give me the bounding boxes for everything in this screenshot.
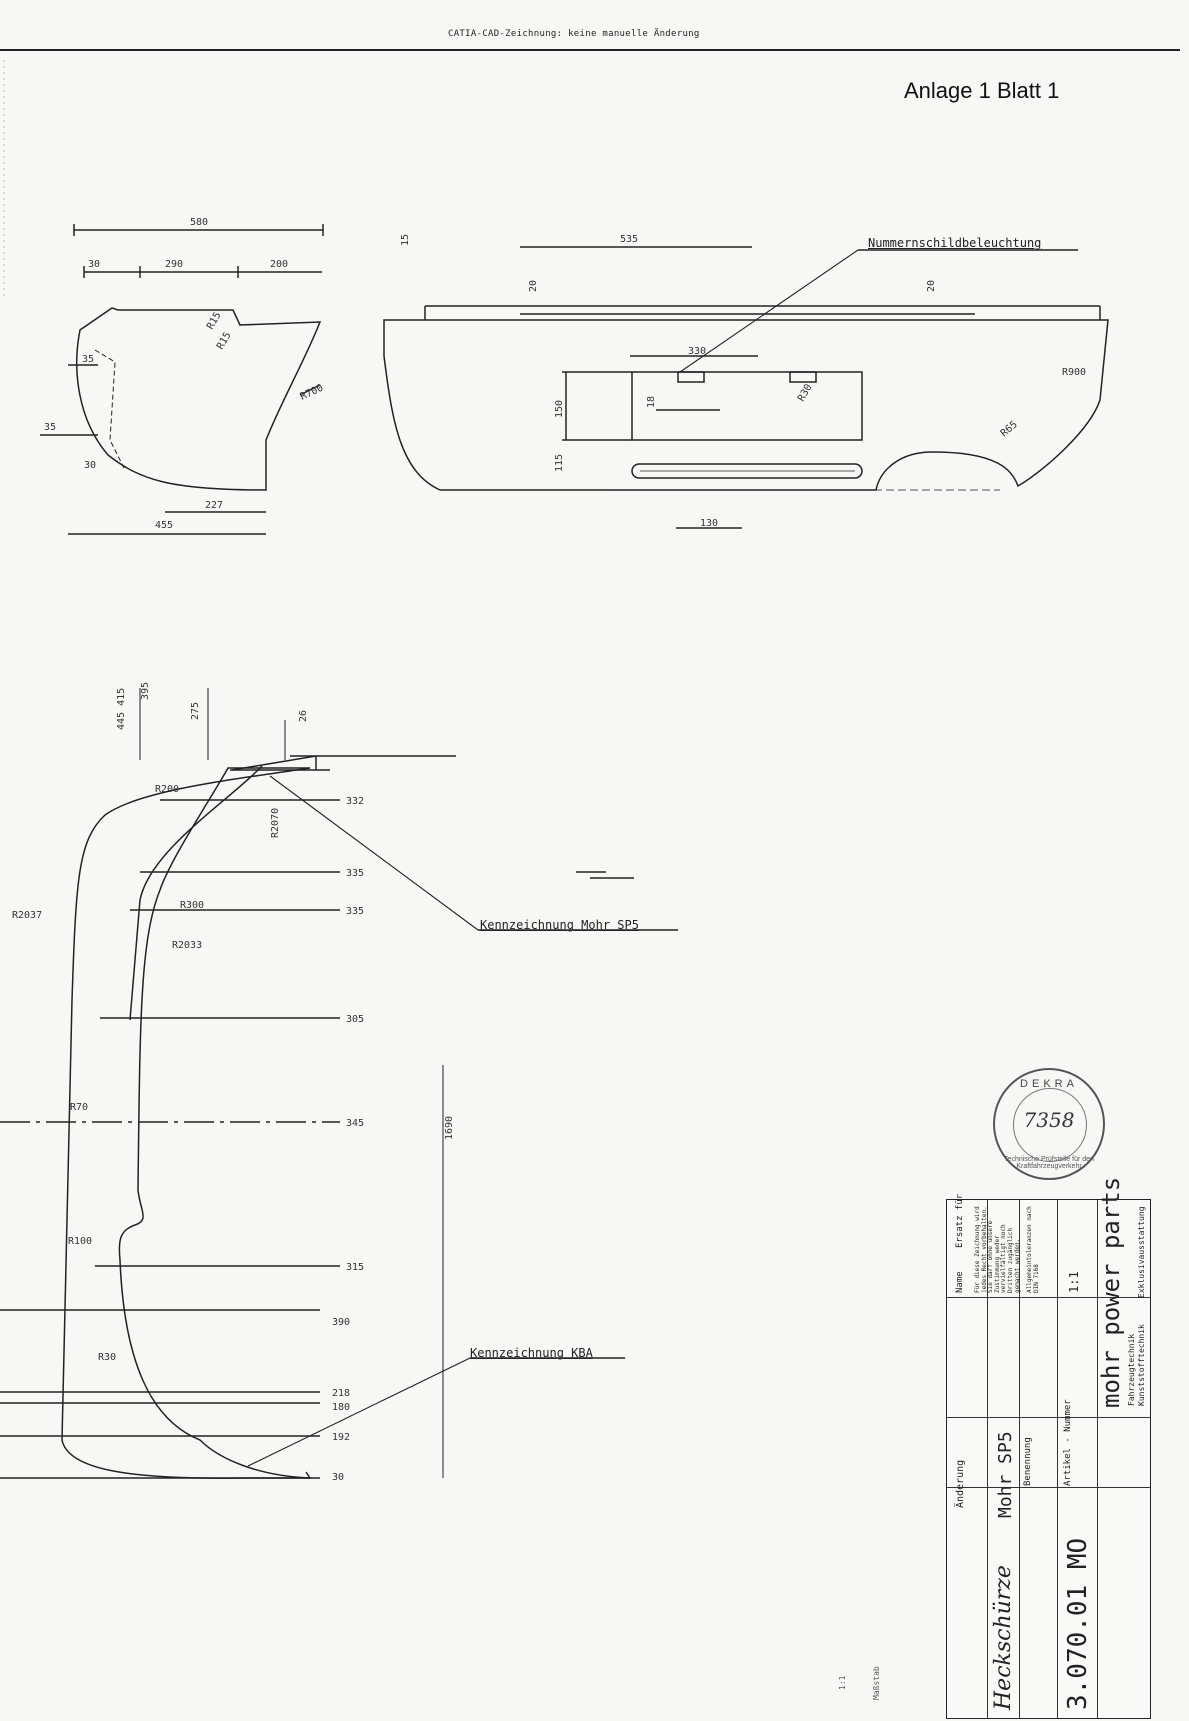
appendix-label: Anlage 1 Blatt 1 — [904, 78, 1060, 103]
dim-r2037: R2037 — [12, 910, 42, 921]
stamp-ring-text: Technische Prüfstelle für den Kraftfahrz… — [1004, 1156, 1094, 1170]
dim-1690: 1690 — [444, 1116, 455, 1140]
company-sub-3: Exklusivausstattung — [1137, 1206, 1146, 1298]
dim-330: 330 — [688, 346, 706, 357]
dekra-stamp: DEKRA 7358 Technische Prüfstelle für den… — [993, 1068, 1105, 1180]
dim-315: 315 — [346, 1262, 364, 1273]
dim-30-b: 30 — [84, 460, 96, 471]
model-name: Mohr SP5 — [995, 1431, 1016, 1518]
scale-value: 1:1 — [1067, 1271, 1081, 1293]
callout-plate-light: Nummernschildbeleuchtung — [868, 236, 1042, 250]
dim-395: 395 — [140, 682, 151, 700]
dim-345: 345 — [346, 1118, 364, 1129]
callout-marking-kba: Kennzeichnung KBA — [470, 1346, 593, 1360]
dim-455: 455 — [155, 520, 173, 531]
dim-535: 535 — [620, 234, 638, 245]
dim-192: 192 — [332, 1432, 350, 1443]
dim-35-a: 35 — [82, 354, 94, 365]
dim-290: 290 — [165, 259, 183, 270]
dim-r30: R30 — [796, 382, 815, 403]
dim-20-a: 20 — [528, 280, 539, 292]
dim-r15-a: R15 — [205, 310, 224, 331]
side-note-1: 1:1 — [838, 1675, 847, 1690]
side-note-2: Maßstab — [872, 1666, 881, 1700]
side-view — [40, 224, 324, 535]
dim-335-b: 335 — [346, 906, 364, 917]
dim-445: 445 415 — [116, 688, 127, 730]
dim-580: 580 — [190, 217, 208, 228]
copyright-note: Für diese Zeichnung wird jedes Recht vor… — [974, 1206, 1021, 1293]
dim-20-b: 20 — [926, 280, 937, 292]
dim-30-plan: 30 — [332, 1472, 344, 1483]
company-sub-2: Kunststofftechnik — [1137, 1324, 1146, 1406]
dimension-labels: 580 30 290 200 R15 R15 R700 35 35 30 227… — [12, 217, 1086, 1483]
part-name: Heckschürze — [991, 1565, 1016, 1710]
dim-r65: R65 — [999, 419, 1020, 439]
stamp-number: 7358 — [1023, 1108, 1075, 1132]
article-label: Artikel - Nummer — [1063, 1399, 1073, 1486]
dim-r900: R900 — [1062, 367, 1086, 378]
company-name: mohr power parts — [1097, 1176, 1125, 1408]
dim-18: 18 — [646, 396, 657, 408]
dim-130: 130 — [700, 518, 718, 529]
title-block: Änderung Heckschürze Mohr SP5 Benennung … — [946, 1177, 1151, 1719]
dim-r2033: R2033 — [172, 940, 202, 951]
stamp-org: DEKRA — [1020, 1078, 1078, 1090]
dim-150: 150 — [554, 400, 565, 418]
dim-15: 15 — [400, 234, 411, 246]
article-number: 3.070.01 MO — [1063, 1537, 1093, 1710]
name-label: Name — [955, 1271, 965, 1293]
dim-r15-b: R15 — [215, 330, 234, 351]
dim-305: 305 — [346, 1014, 364, 1025]
dim-r2070: R2070 — [270, 808, 281, 838]
cad-header-note: CATIA-CAD-Zeichnung: keine manuelle Ände… — [448, 29, 700, 39]
designation-label: Benennung — [1023, 1437, 1033, 1486]
change-label: Änderung — [955, 1459, 966, 1508]
callout-marking-mohr: Kennzeichnung Mohr SP5 — [480, 918, 639, 932]
dim-r30-plan: R30 — [98, 1352, 116, 1363]
dim-335-a: 335 — [346, 868, 364, 879]
stamp-inner-ring — [1013, 1088, 1087, 1162]
dim-390: 390 — [332, 1317, 350, 1328]
dim-200: 200 — [270, 259, 288, 270]
dim-26: 26 — [298, 710, 309, 722]
dim-r200: R200 — [155, 784, 179, 795]
replaced-label: Ersatz für — [955, 1193, 965, 1248]
dim-180: 180 — [332, 1402, 350, 1413]
dim-r700: R700 — [299, 383, 325, 403]
dim-275: 275 — [190, 702, 201, 720]
dim-115: 115 — [554, 454, 565, 472]
dim-r100: R100 — [68, 1236, 92, 1247]
plan-view — [0, 688, 678, 1479]
dim-332: 332 — [346, 796, 364, 807]
dim-r300: R300 — [180, 900, 204, 911]
dim-30: 30 — [88, 259, 100, 270]
dim-r70: R70 — [70, 1102, 88, 1113]
dim-227: 227 — [205, 500, 223, 511]
dim-218: 218 — [332, 1388, 350, 1399]
dim-35-b: 35 — [44, 422, 56, 433]
company-sub-1: Fahrzeugtechnik — [1127, 1333, 1136, 1406]
tolerance-note: Allgemeintoleranzen nach DIN 7168 — [1026, 1206, 1040, 1293]
rear-view — [383, 246, 1109, 529]
